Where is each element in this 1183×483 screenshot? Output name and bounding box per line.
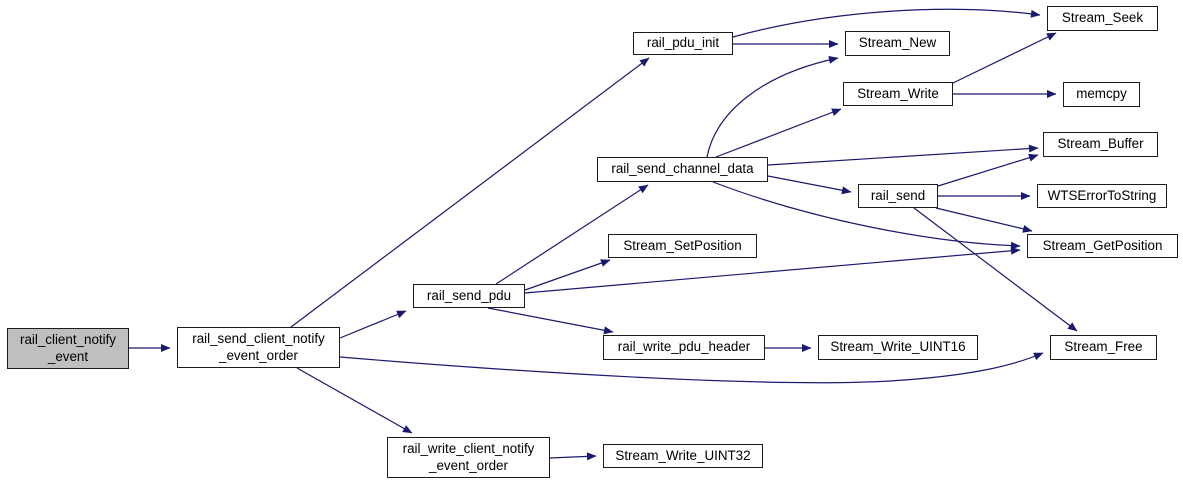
node-label: Stream_Write [857,85,939,101]
node-label: WTSErrorToString [1047,187,1157,203]
node-label: Stream_Free [1064,339,1143,355]
edge-rail-send-to-stream-getposition [935,207,1033,233]
node-label: _event_order [429,457,508,473]
edge-rail-send-to-stream-buffer [937,153,1039,187]
edge-stream-write-to-stream-seek [952,32,1057,84]
edge-rail-send-channel-data-to-stream-buffer [767,144,1039,166]
edge-rail-send-client-notify-event-order-to-stream-free [339,352,1044,384]
node-label: rail_write_pdu_header [617,339,751,355]
node-label: Stream_SetPosition [623,237,742,253]
node-label: rail_client_notify [19,332,117,348]
node-label: rail_write_client_notify [402,441,535,457]
node-stream-new[interactable]: Stream_New [845,31,950,56]
node-label: Stream_Buffer [1057,136,1144,152]
node-rail-pdu-init[interactable]: rail_pdu_init [633,32,733,55]
node-memcpy[interactable]: memcpy [1063,82,1140,107]
edge-rail-send-pdu-to-stream-getposition [524,246,1021,294]
edge-rail-send-client-notify-event-order-to-rail-pdu-init [290,57,650,328]
node-label: rail_send_pdu [426,287,512,303]
node-stream-buffer[interactable]: Stream_Buffer [1043,132,1158,157]
node-stream-write-uint16[interactable]: Stream_Write_UINT16 [818,335,978,360]
node-rail-send-client-notify-event-order[interactable]: rail_send_client_notify_event_order [177,327,340,368]
node-label: Stream_New [858,35,937,51]
node-label: Stream_Write_UINT32 [615,447,751,463]
edge-rail-send-client-notify-event-order-to-rail-write-client-notify-event-order [296,367,413,434]
edge-rail-send-client-notify-event-order-to-rail-send-pdu [339,310,407,339]
node-wtserrortostring[interactable]: WTSErrorToString [1037,184,1167,208]
edge-rail-send-channel-data-to-rail-send [767,175,852,195]
node-rail-send-channel-data[interactable]: rail_send_channel_data [597,157,768,182]
node-label: rail_send_client_notify [192,331,325,347]
node-stream-setposition[interactable]: Stream_SetPosition [608,234,757,258]
node-label: rail_pdu_init [646,35,720,51]
edge-rail-pdu-init-to-stream-seek [732,8,1041,38]
node-label: _event_order [219,347,298,363]
node-label: _event [47,348,89,364]
edge-rail-send-channel-data-to-stream-new [706,55,839,158]
node-stream-write-uint32[interactable]: Stream_Write_UINT32 [603,444,763,468]
node-label: rail_send_channel_data [611,161,754,177]
edge-rail-write-client-notify-event-order-to-stream-write-uint32 [549,452,597,461]
node-rail-write-pdu-header[interactable]: rail_write_pdu_header [603,335,765,360]
node-stream-getposition[interactable]: Stream_GetPosition [1027,234,1178,258]
edge-rail-send-pdu-to-rail-write-pdu-header [487,307,614,335]
node-label: Stream_Seek [1061,10,1144,26]
edge-rail-send-channel-data-to-stream-write [715,108,842,158]
node-rail-client-notify-event: rail_client_notify_event [7,328,129,369]
node-label: Stream_GetPosition [1042,237,1163,253]
node-rail-write-client-notify-event-order[interactable]: rail_write_client_notify_event_order [387,437,550,478]
edge-rail-send-channel-data-to-stream-getposition [712,181,1021,250]
node-rail-send-pdu[interactable]: rail_send_pdu [413,284,525,308]
node-stream-free[interactable]: Stream_Free [1050,335,1157,360]
edge-rail-send-to-stream-free [913,207,1078,332]
node-label: memcpy [1076,86,1127,102]
node-stream-write[interactable]: Stream_Write [843,82,953,106]
node-stream-seek[interactable]: Stream_Seek [1047,6,1158,31]
edge-rail-send-pdu-to-stream-setposition [524,259,611,291]
node-label: Stream_Write_UINT16 [830,339,966,355]
node-label: rail_send [870,187,926,203]
node-rail-send[interactable]: rail_send [858,184,938,208]
edge-rail-send-pdu-to-rail-send-channel-data [495,184,649,285]
